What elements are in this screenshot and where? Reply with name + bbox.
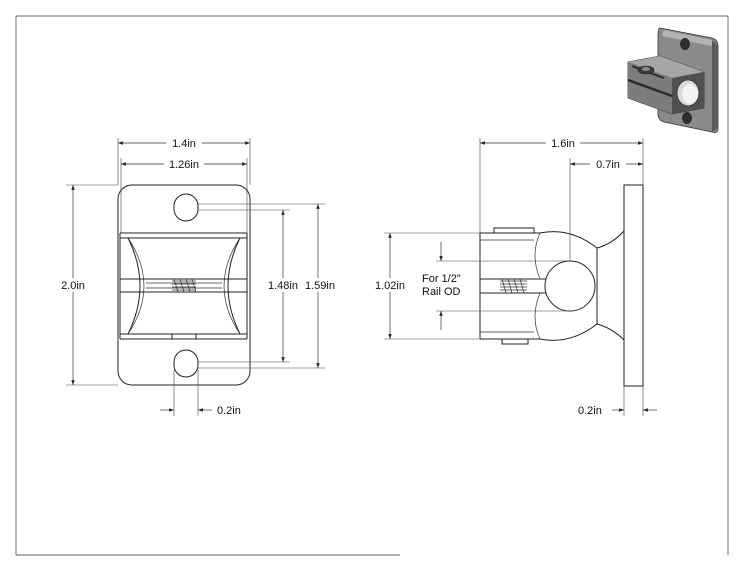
sheet-border bbox=[15, 15, 729, 556]
dim-side-center: 0.7in bbox=[569, 157, 643, 261]
front-clamp-body bbox=[119, 232, 248, 340]
dim-front-slot-span: 1.59in bbox=[198, 203, 338, 369]
front-bottom-hole bbox=[173, 349, 199, 378]
dim-label-1-02: 1.02in bbox=[375, 280, 405, 292]
dim-label-2-0: 2.0in bbox=[61, 280, 85, 292]
side-clamp-body bbox=[479, 227, 598, 345]
dim-label-1-26: 1.26in bbox=[169, 159, 199, 171]
dim-side-plate-thickness: 0.2in bbox=[578, 386, 657, 417]
dim-label-0-7: 0.7in bbox=[596, 159, 620, 171]
side-base-plate bbox=[623, 184, 644, 387]
dim-label-1-6: 1.6in bbox=[551, 138, 575, 150]
dim-front-hole-span: 1.48in bbox=[198, 209, 302, 363]
rail-note-line2: Rail OD bbox=[422, 286, 461, 298]
dim-side-depth: 1.6in bbox=[479, 136, 644, 233]
side-view: 1.6in 0.7in 1.02in For 1/2" Rail OD bbox=[372, 136, 657, 417]
dim-label-1-4: 1.4in bbox=[172, 138, 196, 150]
dim-front-hole-width: 0.2in bbox=[160, 370, 241, 417]
front-view: 1.4in 1.26in 2.0in 1.48in bbox=[56, 136, 338, 417]
rail-od-leaders: For 1/2" Rail OD bbox=[420, 242, 570, 330]
dim-side-clamp-height: 1.02in bbox=[372, 232, 480, 340]
rail-bore bbox=[544, 260, 596, 312]
front-base-plate bbox=[117, 184, 251, 386]
front-top-hole bbox=[173, 193, 199, 222]
dim-label-1-48: 1.48in bbox=[268, 280, 298, 292]
dim-label-1-59: 1.59in bbox=[305, 280, 335, 292]
dim-label-side-0-2: 0.2in bbox=[578, 405, 602, 417]
dim-front-inner-width: 1.26in bbox=[120, 157, 248, 233]
dim-front-outer-width: 1.4in bbox=[117, 136, 251, 185]
rail-note-line1: For 1/2" bbox=[422, 273, 461, 285]
isometric-render bbox=[627, 27, 719, 133]
dim-front-height: 2.0in bbox=[56, 184, 118, 386]
dim-label-front-0-2: 0.2in bbox=[217, 405, 241, 417]
